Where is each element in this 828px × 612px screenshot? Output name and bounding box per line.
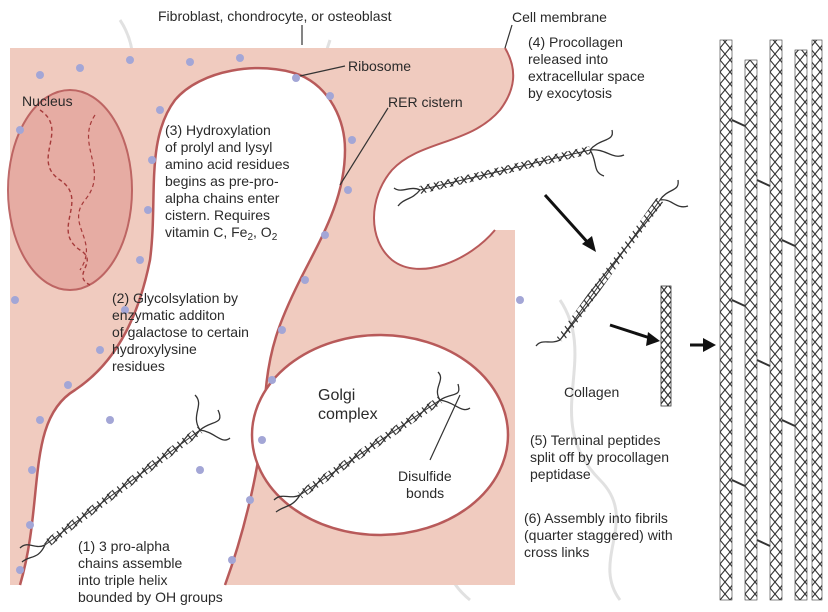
- disulfide-label-line: bonds: [406, 485, 460, 502]
- step3-text: (3) Hydroxylation of prolyl and lysyl am…: [165, 122, 290, 246]
- collagen-fibrils: [720, 40, 822, 600]
- step3-line: (3) Hydroxylation: [165, 122, 290, 139]
- golgi-label: Golgi complex: [318, 386, 378, 424]
- step1-line: chains assemble: [78, 555, 223, 572]
- step3-line: alpha chains enter: [165, 190, 290, 207]
- ribosome-label: Ribosome: [348, 58, 411, 75]
- step6-line: cross links: [524, 544, 673, 561]
- step3-line-last: vitamin C, Fe2, O2: [165, 224, 290, 246]
- step5-line: peptidase: [530, 466, 669, 483]
- golgi-label-line: complex: [318, 405, 378, 424]
- step1-line: bounded by OH groups: [78, 589, 223, 606]
- step1-text: (1) 3 pro-alpha chains assemble into tri…: [78, 538, 223, 606]
- rer-cistern-label: RER cistern: [388, 94, 463, 111]
- step2-line: enzymatic additon: [112, 307, 249, 324]
- step3-line: amino acid residues: [165, 156, 290, 173]
- step2-text: (2) Glycolsylation by enzymatic additon …: [112, 290, 249, 375]
- step4-line: released into: [528, 51, 645, 68]
- step4-text: (4) Procollagen released into extracellu…: [528, 34, 645, 102]
- disulfide-label: Disulfide bonds: [398, 468, 452, 502]
- step6-text: (6) Assembly into fibrils (quarter stagg…: [524, 510, 673, 561]
- golgi-label-line: Golgi: [318, 386, 378, 405]
- step1-line: (1) 3 pro-alpha: [78, 538, 223, 555]
- step5-text: (5) Terminal peptides split off by proco…: [530, 432, 669, 483]
- step2-line: of galactose to certain: [112, 324, 249, 341]
- step6-line: (6) Assembly into fibrils: [524, 510, 673, 527]
- step1-line: into triple helix: [78, 572, 223, 589]
- step3-line: cistern. Requires: [165, 207, 290, 224]
- step3-line: of prolyl and lysyl: [165, 139, 290, 156]
- step4-line: by exocytosis: [528, 85, 645, 102]
- step6-line: (quarter staggered) with: [524, 527, 673, 544]
- step3-line: begins as pre-pro-: [165, 173, 290, 190]
- disulfide-label-line: Disulfide: [398, 468, 452, 485]
- step4-line: (4) Procollagen: [528, 34, 645, 51]
- collagen-label: Collagen: [564, 384, 619, 401]
- step2-line: hydroxylysine: [112, 341, 249, 358]
- step5-line: split off by procollagen: [530, 449, 669, 466]
- cell-type-label: Fibroblast, chondrocyte, or osteoblast: [158, 8, 391, 25]
- cell-membrane-label: Cell membrane: [512, 9, 607, 26]
- step2-line: (2) Glycolsylation by: [112, 290, 249, 307]
- step4-line: extracellular space: [528, 68, 645, 85]
- step5-line: (5) Terminal peptides: [530, 432, 669, 449]
- step2-line: residues: [112, 358, 249, 375]
- collagen-molecule: [661, 286, 671, 406]
- nucleus-label: Nucleus: [22, 93, 73, 110]
